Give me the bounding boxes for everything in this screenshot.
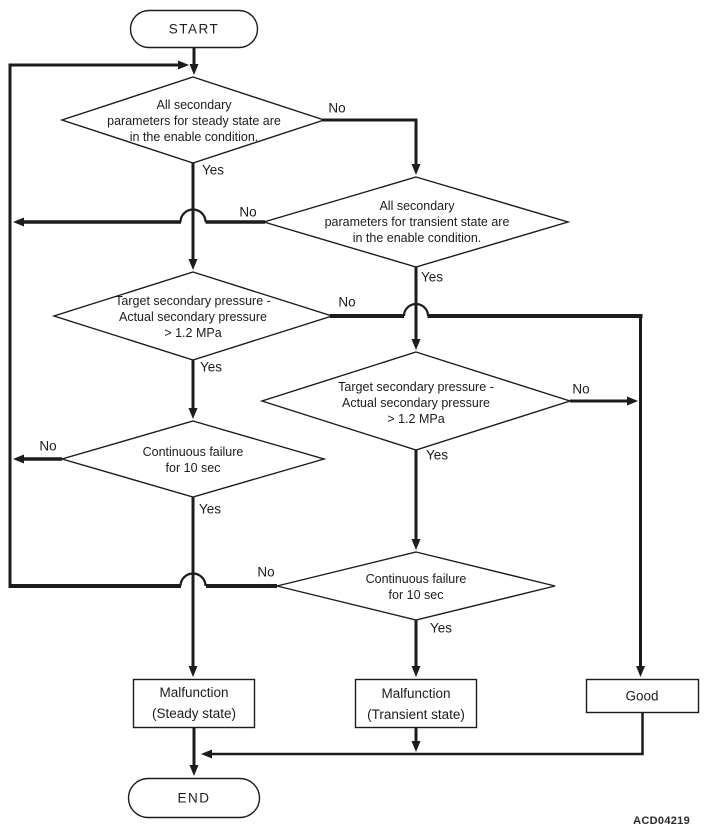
malfunction-steady-label: Malfunction (Steady state) — [151, 685, 237, 721]
label-yes-steady-failure: Yes — [198, 501, 222, 517]
decision-transient-enable — [261, 176, 571, 268]
transient-pressure-label: Target secondary pressure - Actual secon… — [338, 380, 494, 426]
terminator-end — [127, 777, 261, 819]
label-yes-transient-pressure: Yes — [425, 447, 449, 463]
label-no-transient-enable: No — [239, 204, 257, 220]
arrowhead-return-merge — [201, 749, 212, 759]
terminator-start — [129, 9, 259, 49]
arrowhead-loop-merge — [178, 60, 189, 70]
decision-steady-enable — [59, 76, 327, 164]
edge-hop-transient-enable-no — [179, 208, 207, 223]
arrowhead-into-transient-enable — [411, 164, 421, 175]
label-no-transient-failure: No — [257, 564, 275, 580]
label-no-steady-enable: No — [328, 100, 346, 116]
transient-failure-label: Continuous failure for 10 sec — [365, 572, 467, 602]
label-yes-transient-failure: Yes — [429, 620, 453, 636]
arrowhead-into-transient-failure — [411, 539, 421, 550]
decision-steady-pressure — [51, 271, 335, 361]
decision-transient-failure — [276, 551, 556, 621]
arrowhead-malfunction-transient-return — [411, 741, 421, 752]
process-malfunction-transient — [354, 678, 478, 729]
arrowhead-transient-pressure-no — [627, 396, 638, 406]
good-label: Good — [625, 688, 659, 704]
arrowhead-into-good — [636, 666, 645, 677]
label-yes-steady-pressure: Yes — [199, 359, 223, 375]
edge-steady-enable-no — [322, 118, 418, 170]
label-no-steady-failure: No — [39, 438, 57, 454]
arrowhead-into-steady-pressure — [188, 259, 198, 270]
decision-steady-failure — [59, 420, 327, 498]
transient-enable-label: All secondary parameters for transient s… — [324, 199, 510, 245]
arrowhead-into-steady-enable — [189, 64, 199, 75]
start-label: START — [168, 21, 220, 37]
arrowhead-steady-failure-no — [13, 454, 24, 464]
process-malfunction-steady — [132, 678, 256, 729]
arrowhead-transient-enable-no — [13, 217, 24, 227]
label-yes-transient-enable: Yes — [420, 269, 444, 285]
arrowhead-into-end — [189, 765, 199, 776]
malfunction-transient-label: Malfunction (Transient state) — [367, 686, 465, 722]
steady-failure-label: Continuous failure for 10 sec — [142, 445, 244, 475]
arrowhead-into-steady-failure — [188, 408, 198, 419]
arrowhead-into-transient-pressure — [411, 339, 421, 350]
label-no-steady-pressure: No — [338, 294, 356, 310]
steady-enable-label: All secondary parameters for steady stat… — [107, 98, 281, 144]
label-no-transient-pressure: No — [572, 381, 590, 397]
label-yes-steady-enable: Yes — [201, 162, 225, 178]
decision-transient-pressure — [259, 351, 573, 451]
edge-hop-steady-pressure-no — [402, 302, 430, 317]
process-good — [585, 678, 700, 714]
steady-pressure-label: Target secondary pressure - Actual secon… — [115, 294, 271, 340]
figure-code: ACD04219 — [633, 815, 690, 827]
arrowhead-into-malfunction-transient — [411, 666, 421, 677]
edge-good-return — [210, 712, 644, 756]
end-label: END — [177, 790, 211, 806]
arrowhead-into-malfunction-steady — [188, 666, 198, 677]
